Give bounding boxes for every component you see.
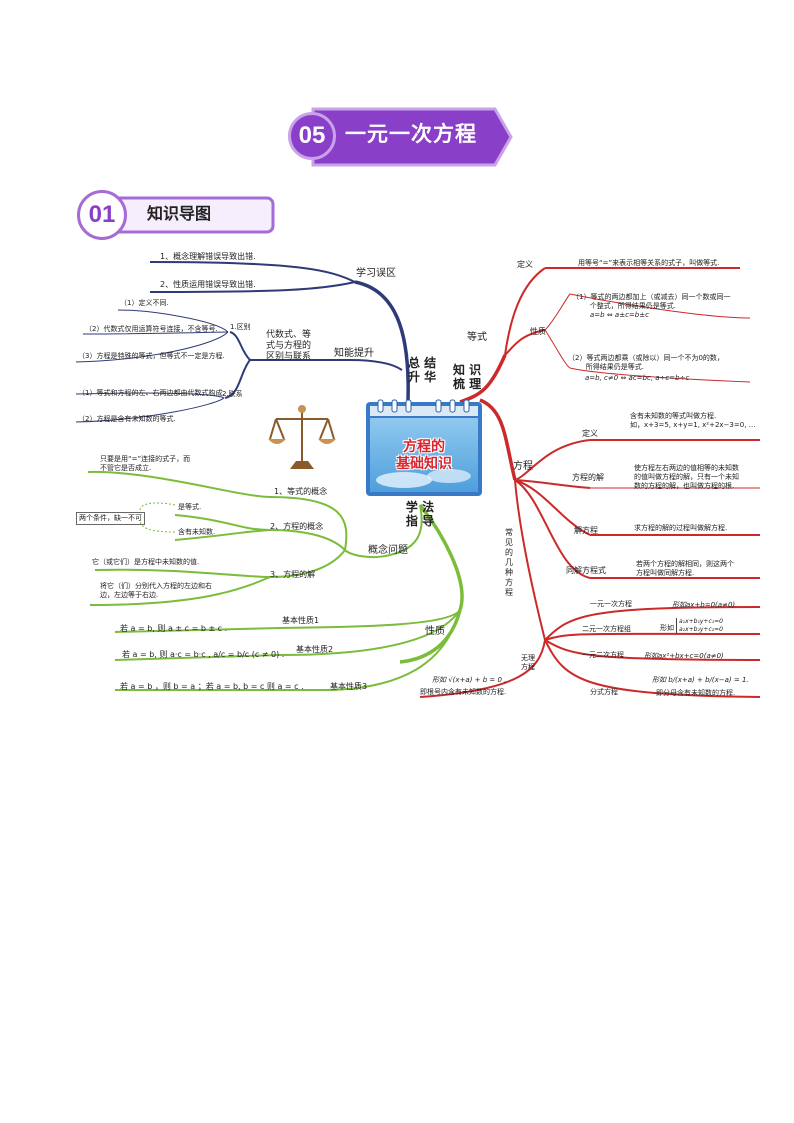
concept-2-b: 含有未知数. <box>178 528 216 536</box>
link-1: （1）等式和方程的左、右两边都由代数式构成. <box>78 389 225 397</box>
equality-def: 定义 <box>517 260 533 269</box>
page-title: 一元一次方程 <box>345 123 477 146</box>
center-title-line2: 基础知识 <box>396 455 452 471</box>
prop-2: 基本性质2 <box>296 645 334 654</box>
equality-prop: 性质 <box>530 327 546 336</box>
section-number: 01 <box>77 190 127 240</box>
linear1: 一元一次方程 <box>590 600 632 608</box>
common-equations-label: 常 见 的 几 种 方 程 <box>505 528 513 597</box>
equality-prop-1: （1）等式的两边都加上（或减去）同一个数或同一 个整式，所得结果仍是等式. <box>572 293 731 310</box>
concept-3-b: 将它（们）分别代入方程的左边和右 边，左边等于右边. <box>100 582 212 599</box>
system: 二元一次方程组 <box>582 625 631 633</box>
quad-formula: 形如ax²+bx+c=0(a≠0) <box>644 652 724 660</box>
equation-def: 定义 <box>582 429 598 438</box>
branch-concepts: 概念问题 <box>368 545 408 556</box>
concept-2-note: 两个条件，缺一不可 <box>76 512 145 525</box>
quad: 一元二次方程 <box>582 651 624 659</box>
prop-2-desc: 若 a = b, 则 a·c = b·c , a/c = b/c (c ≠ 0)… <box>122 650 285 659</box>
equality-prop-2: （2）等式两边都乘（或除以）同一个不为0的数， 所得结果仍是等式. <box>568 354 724 371</box>
frac-formula: 形如 b/(x+a) + b/(x−a) = 1. <box>652 676 749 684</box>
hub-method: 学 法 指 导 <box>405 500 435 528</box>
balance-scale-icon <box>266 403 338 473</box>
diff-1: （1）定义不同. <box>120 299 169 307</box>
center-title: 方程的 基础知识 <box>378 438 470 472</box>
irrational-note: 即根号内含有未知数的方程. <box>420 688 507 696</box>
concept-2-a: 是等式. <box>178 503 202 511</box>
equation-solution-desc: 使方程左右两边的值相等的未知数 的值叫做方程的解，只有一个未知 数的方程的解，也… <box>634 464 739 490</box>
branch-mistakes: 学习误区 <box>356 268 396 279</box>
system-formula-label: 形如 <box>660 624 674 632</box>
mistake-1: 1、概念理解错误导致出错. <box>160 252 256 261</box>
equation-solve-desc: 求方程的解的过程叫做解方程. <box>634 524 728 532</box>
branch-improve: 知能提升 <box>334 348 374 359</box>
hub-summary: 总 结 升 华 <box>408 356 437 384</box>
hub-knowledge: 知 识 梳 理 <box>453 363 482 391</box>
prop-1-desc: 若 a = b, 则 a ± c = b ± c . <box>120 624 228 633</box>
concept-2: 2、方程的概念 <box>270 522 324 531</box>
concept-3: 3、方程的解 <box>270 570 316 579</box>
equation-def-desc: 含有未知数的等式叫做方程. 如，x+3=5, x+y=1, x²+2x−3=0,… <box>630 412 756 429</box>
diff-label: 1.区别 <box>230 323 251 331</box>
title-banner: 05 一元一次方程 <box>283 107 513 167</box>
frac: 分式方程 <box>590 688 618 696</box>
section-title: 知识导图 <box>147 206 212 223</box>
branch-equality: 等式 <box>467 332 487 343</box>
mistake-2: 2、性质运用错误导致出错. <box>160 280 256 289</box>
equation-same: 同解方程式 <box>566 566 606 575</box>
equation-solution: 方程的解 <box>572 473 604 482</box>
center-title-line1: 方程的 <box>403 438 445 454</box>
center-card: 方程的 基础知识 <box>364 398 484 498</box>
prop-3-desc: 若 a = b ，则 b = a ；若 a = b, b = c 则 a = c… <box>120 682 304 691</box>
equation-solve: 解方程 <box>574 526 598 535</box>
link-2: （2）方程是含有未知数的等式. <box>78 415 176 423</box>
diff-3: （3）方程是特殊的等式，但等式不一定是方程. <box>78 352 225 360</box>
linear1-formula: 形如ax+b=0(a≠0) <box>672 601 736 609</box>
link-label: 2.联系 <box>222 390 243 398</box>
diff-2: （2）代数式仅用运算符号连接，不含等号. <box>85 325 218 333</box>
branch-equation: 方程 <box>513 461 533 472</box>
branch-props: 性质 <box>425 626 445 637</box>
irrational-label: 无理 方程 <box>521 654 535 671</box>
calendar-card-shape <box>366 399 482 496</box>
frac-note: 即分母含有未知数的方程. <box>656 689 736 697</box>
prop-1: 基本性质1 <box>282 616 320 625</box>
equation-same-desc: 若两个方程的解相同，则这两个 方程叫做同解方程. <box>636 560 734 577</box>
equality-prop-2-formula: a=b, c≠0 ⇔ ac=bc, a÷c=b÷c <box>585 374 690 382</box>
compare-label: 代数式、等 式与方程的 区别与联系 <box>266 330 312 362</box>
concept-3-a: 它（或它们）是方程中未知数的值. <box>92 558 200 566</box>
system-formula: a₁x+b₁y+c₁=0 a₂x+b₂y+c₂=0 <box>676 618 723 634</box>
equality-def-desc: 用等号“=”来表示相等关系的式子，叫做等式. <box>578 259 720 267</box>
title-number: 05 <box>288 112 336 160</box>
equality-prop-1-formula: a=b ⇔ a±c=b±c <box>590 311 649 319</box>
concept-1-desc: 只要是用“=”连接的式子，而 不管它是否成立. <box>100 455 191 472</box>
concept-1: 1、等式的概念 <box>274 487 328 496</box>
prop-3: 基本性质3 <box>330 682 368 691</box>
section-header: 01 知识导图 <box>77 190 277 242</box>
irrational-formula: 形如 √(x+a) + b = 0 , <box>432 676 507 684</box>
